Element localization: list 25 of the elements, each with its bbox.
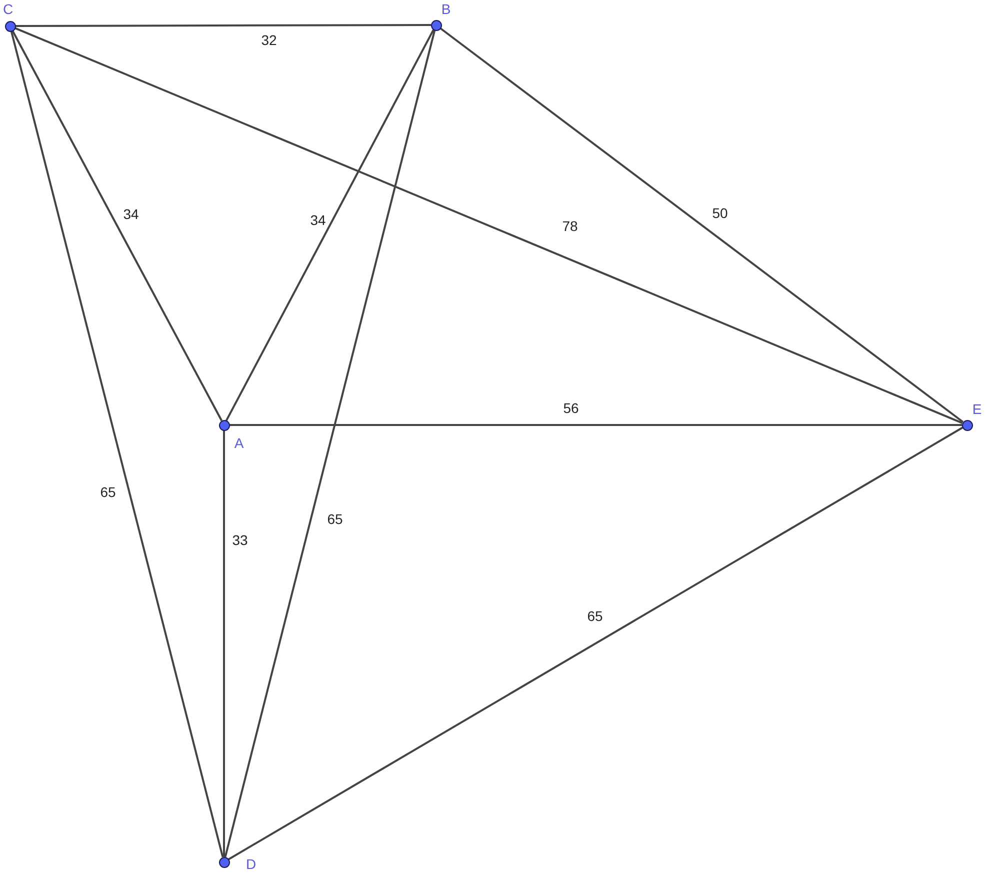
line-segment (228, 426, 964, 860)
edge-label: 34 (310, 213, 326, 227)
edge-label: 33 (232, 533, 248, 547)
edge-label: 50 (712, 206, 728, 220)
line-segment (11, 30, 223, 422)
edge-label: 34 (123, 207, 139, 221)
edge-label: 65 (100, 485, 116, 499)
line-segment (10, 30, 224, 858)
line-segment (223, 430, 225, 857)
line-segment (225, 28, 435, 422)
point-label: E (972, 402, 982, 416)
line-segment (14, 27, 963, 424)
point-label: C (2, 2, 14, 16)
line-segment (439, 27, 964, 423)
point-label: A (234, 436, 244, 450)
edge-label: 32 (261, 33, 277, 47)
edge-label: 65 (587, 609, 603, 623)
point-label: D (246, 857, 256, 871)
point-label: B (441, 2, 451, 16)
edge-label: 65 (327, 512, 343, 526)
edge-label: 56 (563, 401, 579, 415)
edge-label: 78 (562, 219, 578, 233)
line-segment (224, 30, 436, 858)
line-segment (15, 24, 431, 27)
line-segment (229, 424, 962, 426)
